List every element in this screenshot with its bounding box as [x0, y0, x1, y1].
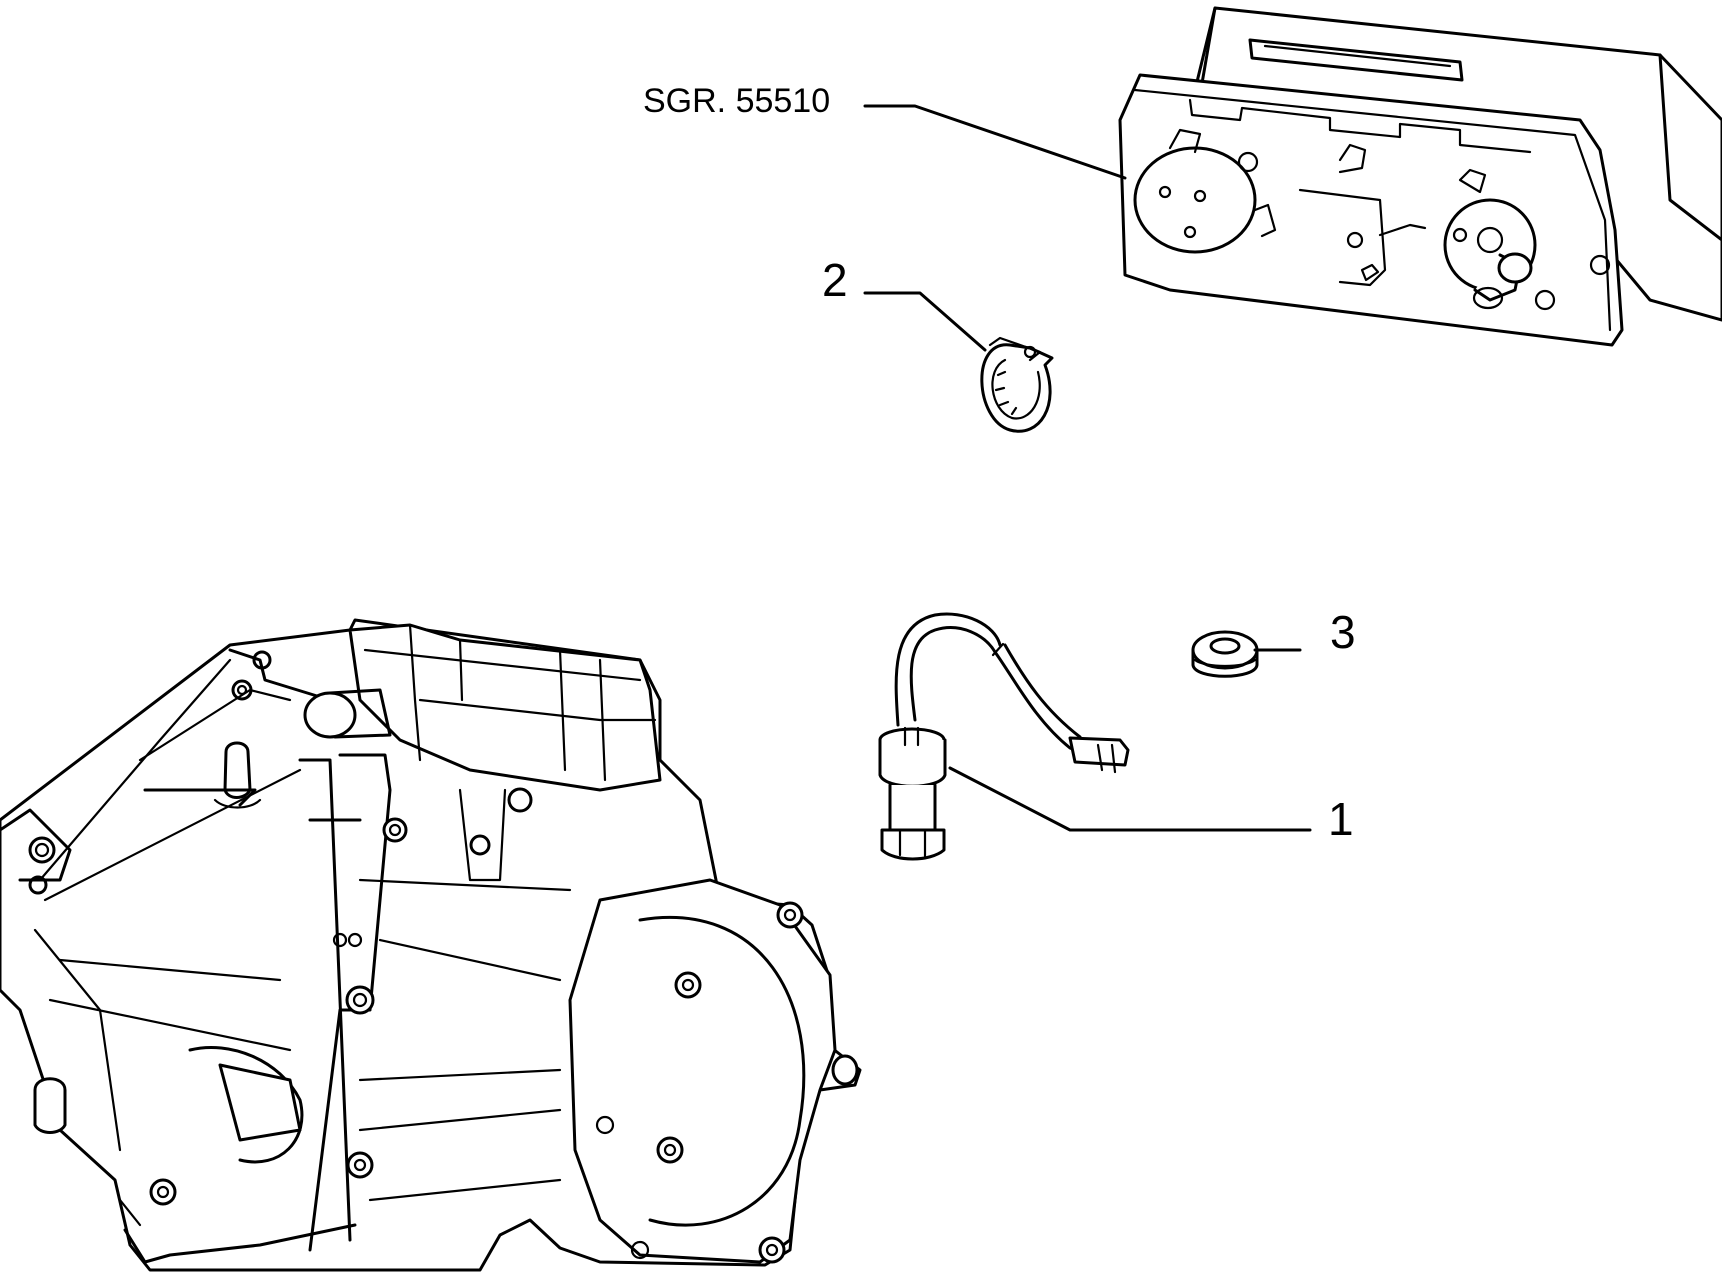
callout-item-2: 2: [822, 254, 848, 306]
leader-group-ref: [863, 104, 1127, 180]
callout-leaders: [863, 104, 1312, 832]
callout-item-3: 3: [1330, 606, 1356, 658]
grommet: [1191, 630, 1259, 678]
hose-clamp: [980, 336, 1054, 433]
speed-sensor-with-cable: [878, 612, 1130, 861]
leader-item-1: [948, 766, 1312, 832]
callout-group-ref: SGR. 55510: [643, 82, 830, 120]
callout-item-1: 1: [1328, 793, 1354, 845]
instrument-cluster: [1118, 6, 1722, 347]
leader-item-2: [863, 291, 987, 352]
gearbox-housing: [0, 618, 862, 1272]
